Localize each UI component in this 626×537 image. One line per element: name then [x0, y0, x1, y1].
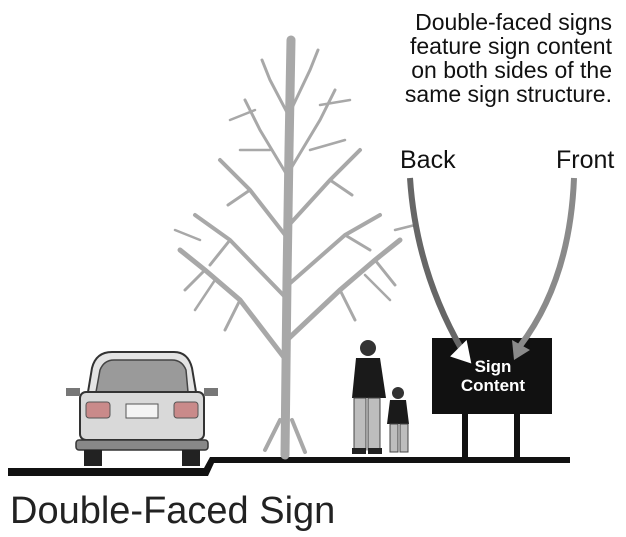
front-label: Front	[556, 146, 614, 175]
sign-structure	[432, 338, 552, 458]
caption-line: Double-faced signs	[352, 10, 612, 34]
diagram-title: Double-Faced Sign	[10, 490, 335, 533]
sign-content-text: Sign Content	[434, 357, 552, 395]
car-illustration	[66, 352, 218, 466]
caption-line: on both sides of the	[352, 58, 612, 82]
back-arrow	[410, 178, 470, 362]
caption-line: feature sign content	[352, 34, 612, 58]
adult-figure	[352, 340, 386, 454]
sign-line: Content	[434, 376, 552, 395]
caption-line: same sign structure.	[352, 82, 612, 106]
back-label: Back	[400, 146, 456, 175]
sign-line: Sign	[434, 357, 552, 376]
front-arrow	[512, 178, 574, 360]
child-figure	[387, 387, 409, 452]
caption-text: Double-faced signs feature sign content …	[352, 10, 612, 106]
